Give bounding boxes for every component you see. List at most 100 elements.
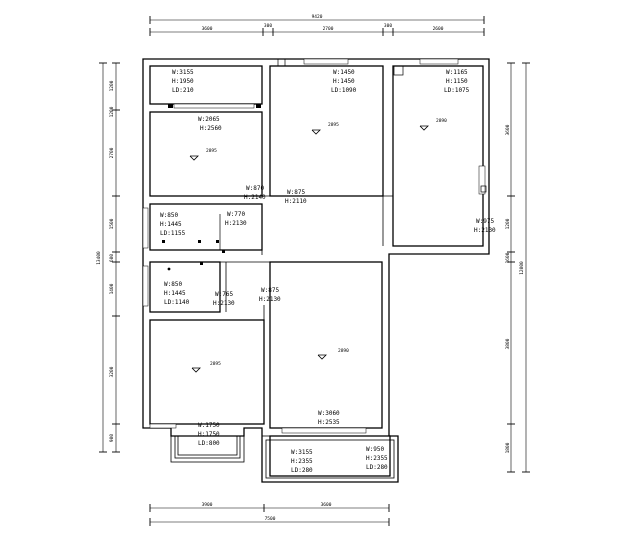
left-seg-6: 1400 <box>109 283 115 294</box>
svg-text:H:1950: H:1950 <box>172 78 194 85</box>
svg-text:H:2140: H:2140 <box>244 194 266 201</box>
svg-text:W:850: W:850 <box>164 281 182 288</box>
left-seg-8: 900 <box>109 434 115 442</box>
svg-text:W:1165: W:1165 <box>446 69 468 76</box>
svg-text:H:2355: H:2355 <box>366 455 388 462</box>
top-dimension-segments: 3600 300 2700 300 2600 <box>149 23 485 36</box>
room-label-r10: W:850 H:1445 LD:1140 <box>164 281 190 306</box>
room-label-r12: W:875 H:2130 <box>259 287 281 303</box>
right-dimension-segments: 3600 1200 1600 3800 1800 <box>505 62 515 473</box>
room-label-r6: W:875 H:2110 <box>285 189 307 205</box>
right-overall-label: 12000 <box>519 261 525 275</box>
room-label-r4: W:1165 H:1150 LD:1075 <box>444 69 470 94</box>
bottom-seg-1: 3900 <box>202 502 213 508</box>
left-seg-7: 3200 <box>109 366 115 377</box>
left-seg-1: 1200 <box>109 80 115 91</box>
svg-text:LD:280: LD:280 <box>291 467 313 474</box>
top-seg-5: 2600 <box>433 26 444 32</box>
svg-text:W:3155: W:3155 <box>172 69 194 76</box>
svg-text:W:3155: W:3155 <box>291 449 313 456</box>
bottom-seg-2: 3600 <box>321 502 332 508</box>
walls <box>142 58 490 483</box>
svg-text:W:770: W:770 <box>227 211 245 218</box>
left-dimension-overall: 13400 <box>96 62 107 453</box>
svg-text:W:3060: W:3060 <box>318 410 340 417</box>
svg-text:H:1445: H:1445 <box>160 221 182 228</box>
level-mark-2-label: 2895 <box>328 122 339 128</box>
room-label-r8: W:770 H:2130 <box>225 211 247 227</box>
level-mark-1: 2895 <box>189 148 217 161</box>
room-label-r7: W:850 H:1445 LD:1155 <box>160 212 186 237</box>
svg-text:LD:1075: LD:1075 <box>444 87 470 94</box>
right-seg-5: 1800 <box>505 442 511 453</box>
svg-text:W:975: W:975 <box>476 218 494 225</box>
level-mark-2: 2895 <box>311 122 339 135</box>
svg-text:H:2130: H:2130 <box>259 296 281 303</box>
level-mark-4-label: 2890 <box>338 348 349 354</box>
top-seg-3: 2700 <box>323 26 334 32</box>
right-dimension-overall: 12000 <box>519 62 530 473</box>
svg-text:LD:1155: LD:1155 <box>160 230 186 237</box>
right-seg-2: 1200 <box>505 218 511 229</box>
svg-text:W:875: W:875 <box>261 287 279 294</box>
svg-text:LD:1140: LD:1140 <box>164 299 190 306</box>
svg-text:H:2355: H:2355 <box>291 458 313 465</box>
room-label-r9: W:975 H:2130 <box>474 218 496 234</box>
top-dimension-overall: 9420 <box>149 14 485 24</box>
balcony-bottom <box>261 435 399 483</box>
bottom-overall-label: 7500 <box>265 516 276 522</box>
right-seg-3: 1600 <box>505 252 511 263</box>
top-seg-1: 3600 <box>202 26 213 32</box>
left-seg-4: 1500 <box>109 218 115 229</box>
svg-text:W:1450: W:1450 <box>333 69 355 76</box>
svg-text:LD:210: LD:210 <box>172 87 194 94</box>
room-label-r1: W:3155 H:1950 LD:210 <box>172 69 194 94</box>
svg-text:H:2130: H:2130 <box>474 227 496 234</box>
level-mark-5-label: 2895 <box>210 361 221 367</box>
level-mark-3: 2890 <box>419 118 447 131</box>
top-seg-4: 300 <box>384 23 392 29</box>
level-mark-1-label: 2895 <box>206 148 217 154</box>
right-seg-1: 3600 <box>505 124 511 135</box>
top-seg-2: 300 <box>264 23 272 29</box>
room-label-r11: W:765 H:2130 <box>213 291 235 307</box>
fixtures <box>162 104 261 271</box>
svg-text:W:875: W:875 <box>287 189 305 196</box>
svg-text:H:2130: H:2130 <box>213 300 235 307</box>
svg-text:H:1445: H:1445 <box>164 290 186 297</box>
doors <box>172 58 487 313</box>
room-label-r5: W:870 H:2140 <box>244 185 266 201</box>
svg-text:W:1750: W:1750 <box>198 422 220 429</box>
left-seg-3: 2700 <box>109 147 115 158</box>
svg-text:H:1750: H:1750 <box>198 431 220 438</box>
room-label-r14: W:3060 H:2535 <box>318 410 340 426</box>
room-label-r3: W:1450 H:1450 LD:1090 <box>331 69 357 94</box>
svg-text:LD:800: LD:800 <box>198 440 220 447</box>
svg-text:LD:280: LD:280 <box>366 464 388 471</box>
svg-text:W:850: W:850 <box>160 212 178 219</box>
room-label-r15: W:3155 H:2355 LD:280 <box>291 449 313 474</box>
level-marks: 2895 2895 2890 2890 2895 <box>189 118 447 373</box>
room-label-r2: W:2065 H:2560 <box>198 116 222 132</box>
level-mark-5: 2895 <box>191 361 221 373</box>
bottom-dimension-segments: 3900 3600 <box>149 502 390 512</box>
svg-text:H:2560: H:2560 <box>200 125 222 132</box>
svg-text:H:1450: H:1450 <box>333 78 355 85</box>
left-seg-5: 600 <box>109 254 115 262</box>
svg-text:H:2130: H:2130 <box>225 220 247 227</box>
level-mark-3-label: 2890 <box>436 118 447 124</box>
room-label-r13: W:1750 H:1750 LD:800 <box>198 422 220 447</box>
bottom-dimension-overall: 7500 <box>149 516 390 526</box>
svg-text:W:870: W:870 <box>246 185 264 192</box>
svg-text:W:2065: W:2065 <box>198 116 220 123</box>
windows <box>142 58 486 434</box>
bay-window-bottom-left <box>170 435 245 463</box>
top-overall-label: 9420 <box>312 14 323 20</box>
level-mark-4: 2890 <box>317 348 349 360</box>
svg-text:LD:1090: LD:1090 <box>331 87 357 94</box>
left-overall-label: 13400 <box>96 251 102 265</box>
left-dimension-segments: 1200 1200 2700 1500 600 1400 3200 900 <box>109 62 120 453</box>
room-label-r16: W:950 H:2355 LD:280 <box>366 446 388 471</box>
svg-text:W:950: W:950 <box>366 446 384 453</box>
